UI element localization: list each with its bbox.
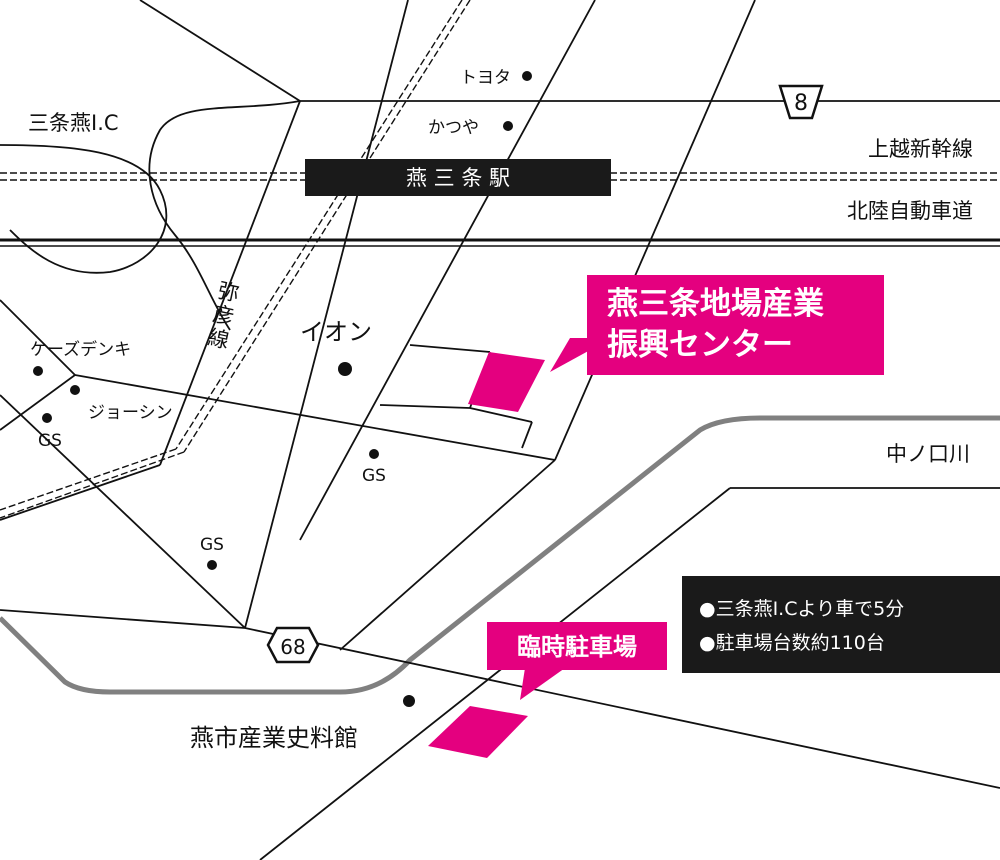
- parking-label: 臨時駐車場: [517, 633, 637, 661]
- place-markers: [33, 71, 532, 707]
- interchange-loop: [0, 100, 301, 331]
- center-name-line1: 燕三条地場産業: [607, 286, 824, 322]
- route-68-number: 68: [280, 635, 305, 659]
- station-bar: 燕 三 条 駅: [305, 159, 611, 196]
- center-name-line2: 振興センター: [607, 327, 793, 363]
- yahiko-railway: [0, 0, 471, 519]
- yahiko-line-label: 弥 彦 線: [206, 278, 242, 353]
- museum-dot: [403, 695, 415, 707]
- route-8-shield: 8: [778, 84, 824, 120]
- info-line-1: ●三条燕I.Cより車で5分: [699, 598, 904, 620]
- gs-center-dot: [369, 449, 379, 459]
- joshin-label: ジョーシン: [88, 403, 173, 423]
- river-line: [0, 415, 1000, 695]
- parking-callout: 臨時駐車場: [487, 622, 667, 700]
- katsuya-dot: [503, 121, 513, 131]
- route-68-shield: 68: [266, 626, 320, 664]
- interchange-label: 三条燕I.C: [28, 111, 119, 135]
- yahiko-char-2: 彦: [211, 302, 237, 330]
- station-name: 燕 三 条 駅: [406, 166, 510, 190]
- gs-lower-label: GS: [200, 535, 224, 555]
- center-callout: 燕三条地場産業 振興センター: [550, 275, 884, 375]
- expressway-label: 北陸自動車道: [847, 199, 973, 223]
- joshin-dot: [70, 385, 80, 395]
- info-line-2: ●駐車場台数約110台: [699, 632, 885, 654]
- toyota-label: トヨタ: [460, 68, 511, 88]
- river-name-label: 中ノ口川: [886, 442, 970, 466]
- aeon-label: イオン: [300, 318, 372, 346]
- shinkansen-label: 上越新幹線: [868, 137, 973, 161]
- aeon-dot: [338, 362, 352, 376]
- yahiko-char-1: 弥: [216, 278, 242, 306]
- gs-left-dot: [42, 413, 52, 423]
- katsuya-label: かつや: [428, 118, 479, 138]
- gs-center-label: GS: [362, 466, 386, 486]
- ks-denki-label: ケーズデンキ: [30, 339, 131, 360]
- toyota-dot: [522, 71, 532, 81]
- info-box: ●三条燕I.Cより車で5分 ●駐車場台数約110台: [682, 576, 1000, 673]
- route-8-number: 8: [794, 91, 808, 116]
- gs-lower-dot: [207, 560, 217, 570]
- gs-left-label: GS: [38, 431, 62, 451]
- museum-label: 燕市産業史料館: [190, 724, 358, 752]
- expressway: [0, 238, 1000, 247]
- yahiko-char-3: 線: [206, 325, 232, 353]
- parking-lot: [428, 706, 528, 758]
- center-building: [468, 352, 545, 412]
- ks-denki-dot: [33, 366, 43, 376]
